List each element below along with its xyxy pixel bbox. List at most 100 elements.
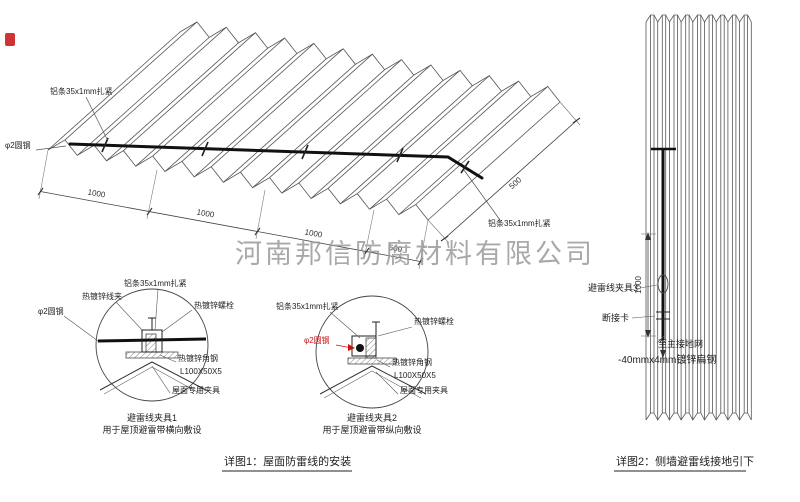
angle-steel-horizontal	[347, 357, 397, 365]
d2-round-steel-label: φ2圆钢	[304, 335, 330, 345]
d1-angle-spec-label: L100X50X5	[180, 367, 222, 376]
red-stamp-icon	[5, 33, 15, 46]
red-arrowhead	[348, 344, 355, 351]
corrugation-line	[240, 53, 373, 173]
wire-clamps	[101, 137, 470, 174]
corrugation-line	[64, 21, 198, 141]
caption-detail-1: 详图1：屋面防雷线的安装	[222, 454, 352, 472]
roof-profile-inner	[323, 370, 422, 399]
corrugation-line	[310, 80, 444, 199]
angle-steel-vertical	[365, 337, 377, 359]
wire-cross	[97, 337, 207, 343]
detail-1-circle	[95, 288, 209, 402]
wall-clamp-ellipse	[657, 274, 669, 294]
d1-wire-clamp-label: 热镀锌线夹	[82, 291, 122, 301]
roof-isometric-view: 铝条35x1mm扎紧 φ2圆钢 铝条35x1mm扎紧	[5, 21, 581, 270]
corrugation-line	[386, 80, 519, 200]
wall-disconnect-label: 断接卡	[602, 312, 629, 323]
detail-circle-2: 铝条35x1mm扎紧 热镀锌螺栓 φ2圆钢 热镀锌角钢 L100X50X5 屋面…	[276, 295, 454, 435]
wall-corrugation-lines	[645, 14, 752, 421]
lightning-wire	[68, 142, 484, 180]
roof-strip-label-right: 铝条35x1mm扎紧	[488, 218, 551, 228]
corrugation-line	[123, 32, 256, 151]
corrugation-edge	[645, 412, 752, 421]
wire-clamp-mark	[101, 137, 109, 153]
corrugation-line	[93, 26, 227, 146]
corrugation-line	[47, 31, 181, 151]
corrugation-line	[340, 85, 473, 205]
roof-profile	[99, 361, 207, 391]
wall-flat-steel-label: -40mmx4mm镀锌扁钢	[618, 353, 716, 366]
d2-title: 避雷线夹具2	[347, 412, 397, 423]
leader-line	[85, 96, 109, 142]
wire-clamp-mark	[396, 147, 404, 163]
d1-round-steel-label: φ2圆钢	[38, 306, 64, 316]
d2-angle-label: 热镀锌角钢	[392, 357, 432, 367]
d1-subtitle: 用于屋顶避雷带横向敷设	[102, 424, 201, 435]
leader-line	[463, 169, 501, 221]
roof-profile-inner	[103, 366, 202, 395]
watermark-company-name: 河南邦信防腐材料有限公司	[235, 239, 595, 269]
detail-1-leaders	[63, 288, 193, 394]
corrugation-line	[193, 58, 327, 178]
wire-clamp-mark	[301, 144, 309, 160]
corrugation-line	[398, 96, 532, 215]
d2-strip-label: 铝条35x1mm扎紧	[276, 301, 339, 311]
roof-round-steel-label: φ2圆钢	[5, 140, 31, 150]
corrugation-line	[269, 59, 402, 178]
d1-title: 避雷线夹具1	[127, 412, 177, 423]
wall-to-ground-label: 至主接地网	[658, 338, 703, 349]
angle-steel-horizontal	[125, 351, 179, 359]
detail-circle-1: 热镀锌线夹 铝条35x1mm扎紧 热镀锌螺栓 φ2圆钢 热镀锌角钢 L100X5…	[38, 278, 234, 435]
caption-detail-2: 详图2：侧墙避雷线接地引下	[614, 454, 754, 472]
detail-2-leaders	[329, 311, 413, 395]
d1-strip-label: 铝条35x1mm扎紧	[124, 278, 187, 288]
corrugation-line	[281, 74, 415, 194]
corrugation-line	[181, 43, 315, 162]
corrugation-line	[164, 53, 298, 172]
corrugation-line	[427, 101, 561, 221]
d2-angle-spec-label: L100X50X5	[394, 371, 436, 380]
roof-profile	[319, 365, 427, 395]
dim-1000-c: 1000	[304, 228, 324, 240]
corrugation-line	[223, 64, 356, 183]
roof-corrugation-lines	[47, 21, 561, 221]
roof-strip-label-top: 铝条35x1mm扎紧	[50, 86, 113, 96]
d1-angle-label: 热镀锌角钢	[178, 353, 218, 363]
d2-subtitle: 用于屋顶避雷带纵向敷设	[322, 424, 421, 435]
leader-line	[656, 335, 665, 344]
wall-clamp3-label: 避雷线夹具3	[588, 282, 638, 293]
corrugation-line	[210, 48, 344, 168]
d2-roof-clamp-label: 屋面专用夹具	[400, 385, 448, 395]
wire-clamp-mark	[201, 141, 209, 157]
corrugation-edge	[645, 14, 752, 23]
corrugation-edge	[179, 21, 561, 103]
clamp-plate	[351, 335, 377, 357]
corrugation-line	[327, 70, 461, 189]
down-arrowhead	[660, 350, 666, 358]
detail-2-circle	[315, 295, 429, 409]
corrugation-line	[298, 64, 432, 184]
corrugation-line	[152, 37, 285, 157]
wall-dim-1000: 1000	[634, 276, 643, 294]
leader-line	[631, 315, 656, 319]
corrugation-line	[76, 37, 210, 156]
leader-line	[35, 145, 67, 151]
corrugation-line	[369, 90, 502, 210]
side-wall-view: 1000 避雷线夹具3 断接卡 至主接地网 -40mmx4mm镀锌扁钢	[588, 14, 752, 421]
wall-dimension: 1000	[634, 232, 656, 338]
wire-section-dot	[356, 344, 364, 352]
wire-clamp-mark	[460, 160, 470, 174]
corrugation-line	[252, 69, 385, 188]
corrugation-line	[415, 86, 549, 205]
corrugation-line	[357, 75, 490, 195]
angle-steel-vertical	[145, 333, 157, 353]
dim-500-a: 500	[388, 243, 403, 254]
d2-bolt-label: 热镀锌螺栓	[414, 316, 454, 326]
caption-2-text: 详图2：侧墙避雷线接地引下	[616, 454, 754, 468]
leader-line	[639, 284, 658, 289]
caption-1-text: 详图1：屋面防雷线的安装	[224, 454, 351, 468]
corrugation-line	[106, 42, 239, 162]
dim-500-right: 500	[507, 175, 523, 191]
d1-roof-clamp-label: 屋面专用夹具	[172, 385, 220, 395]
